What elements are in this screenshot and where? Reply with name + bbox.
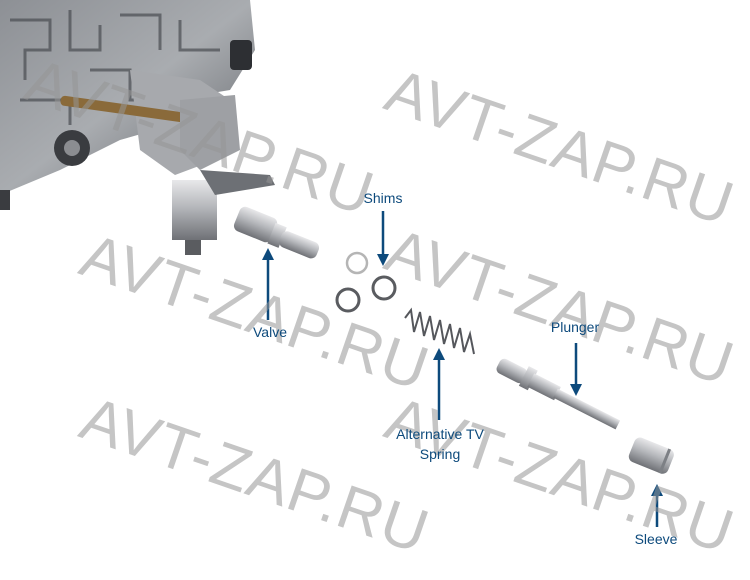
valve-part [233, 206, 320, 259]
callout-arrows [262, 211, 663, 527]
label-spring-line1: Alternative TV [396, 426, 484, 442]
sleeve-part [628, 437, 674, 474]
label-valve: Valve [253, 324, 287, 340]
arrow-head-shims [377, 254, 389, 266]
shims-part [335, 251, 397, 313]
arrow-head-spring [433, 348, 445, 360]
arrow-head-plunger [570, 384, 582, 396]
spring-part [404, 307, 475, 355]
valve-body-assembly [0, 0, 275, 255]
arrow-head-sleeve [651, 484, 663, 496]
label-sleeve: Sleeve [634, 531, 678, 547]
arrow-head-valve [262, 248, 274, 260]
plunger-part [496, 358, 621, 430]
label-spring-line2: Spring [419, 446, 461, 462]
label-shims: Shims [363, 190, 403, 206]
label-plunger: Plunger [550, 319, 600, 335]
